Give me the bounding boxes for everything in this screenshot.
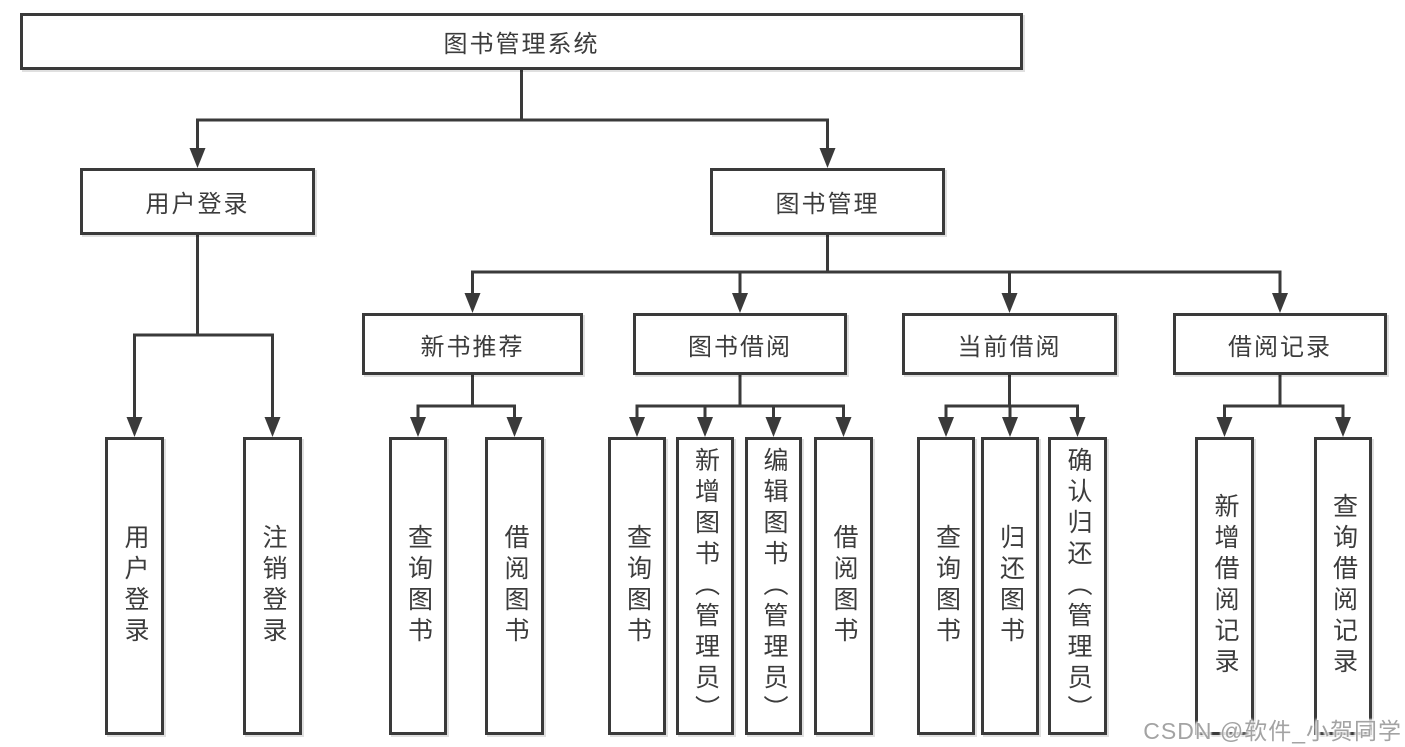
arrowhead: [819, 148, 836, 168]
node-label-leaf-user-login: 用户登录: [121, 524, 149, 648]
arrowhead: [732, 293, 748, 313]
node-label-leaf-nb-query: 查询图书: [404, 524, 433, 648]
node-label-new-books: 新书推荐: [420, 333, 525, 361]
arrowhead: [1335, 417, 1351, 437]
node-label-leaf-cb-return: 归还图书: [996, 524, 1025, 648]
connector-path: [196, 68, 829, 156]
connector-path: [416, 373, 516, 425]
connector-path: [944, 373, 1079, 425]
diagram-node-leaf-cb-query: 查询图书: [917, 437, 975, 735]
node-label-user-login: 用户登录: [145, 191, 250, 218]
arrowhead: [938, 417, 954, 437]
node-label-leaf-br-query: 查询借阅记录: [1329, 493, 1358, 679]
diagram-node-new-books: 新书推荐: [362, 313, 583, 375]
arrowhead: [835, 417, 852, 437]
diagram-node-leaf-nb-borrow: 借阅图书: [485, 437, 544, 735]
diagram-node-leaf-br-query: 查询借阅记录: [1314, 437, 1372, 735]
diagram-node-leaf-bb-query: 查询图书: [608, 437, 666, 735]
arrowhead: [765, 417, 782, 437]
diagram-node-leaf-bb-edit: 编辑图书（管理员）: [745, 437, 802, 735]
diagram-node-leaf-logout: 注销登录: [243, 437, 302, 735]
connector-path: [471, 233, 1282, 301]
node-label-book-mgmt: 图书管理: [775, 191, 880, 218]
arrowhead: [1001, 293, 1018, 313]
diagram-node-root: 图书管理系统: [20, 13, 1023, 70]
diagram-node-book-borrow: 图书借阅: [633, 313, 847, 375]
node-label-leaf-logout: 注销登录: [259, 524, 287, 648]
arrowhead: [697, 417, 713, 437]
diagram-node-borrow-records: 借阅记录: [1173, 313, 1387, 375]
arrowhead: [126, 417, 143, 437]
diagram-node-current-borrow: 当前借阅: [902, 313, 1117, 375]
node-label-root: 图书管理系统: [443, 31, 600, 58]
watermark: CSDN @软件_小贺同学: [1143, 718, 1402, 744]
arrowhead: [1002, 417, 1018, 437]
arrowhead: [1272, 293, 1288, 313]
arrowhead: [506, 417, 523, 437]
diagram-node-user-login: 用户登录: [80, 168, 315, 235]
arrowhead: [629, 417, 645, 437]
arrowhead: [1069, 417, 1086, 437]
arrowhead: [464, 293, 481, 313]
node-label-borrow-records: 借阅记录: [1228, 333, 1332, 361]
arrowhead: [189, 148, 206, 168]
node-label-leaf-cb-query: 查询图书: [932, 524, 961, 648]
node-label-leaf-bb-lend: 借阅图书: [830, 524, 858, 648]
diagram-node-leaf-user-login: 用户登录: [105, 437, 164, 735]
diagram-node-leaf-br-add: 新增借阅记录: [1195, 437, 1254, 735]
arrowhead: [264, 417, 281, 437]
node-label-leaf-nb-borrow: 借阅图书: [501, 524, 529, 648]
connector-path: [133, 233, 274, 425]
diagram-node-leaf-cb-confirm: 确认归还（管理员）: [1048, 437, 1107, 735]
diagram-node-leaf-bb-lend: 借阅图书: [814, 437, 873, 735]
node-label-leaf-cb-confirm: 确认归还（管理员）: [1064, 446, 1092, 726]
arrowhead: [410, 417, 426, 437]
diagram-node-leaf-nb-query: 查询图书: [389, 437, 447, 735]
diagram-node-leaf-bb-add: 新增图书（管理员）: [676, 437, 734, 735]
node-label-leaf-bb-add: 新增图书（管理员）: [691, 446, 720, 726]
diagram-node-leaf-cb-return: 归还图书: [981, 437, 1039, 735]
connector-path: [1223, 373, 1345, 425]
node-label-leaf-bb-query: 查询图书: [623, 524, 652, 648]
arrowhead: [1216, 417, 1233, 437]
connector-path: [635, 373, 845, 425]
node-label-book-borrow: 图书借阅: [688, 333, 792, 361]
node-label-leaf-br-add: 新增借阅记录: [1211, 493, 1239, 679]
node-label-current-borrow: 当前借阅: [957, 333, 1062, 361]
node-label-leaf-bb-edit: 编辑图书（管理员）: [760, 446, 788, 726]
diagram-node-book-mgmt: 图书管理: [710, 168, 945, 235]
